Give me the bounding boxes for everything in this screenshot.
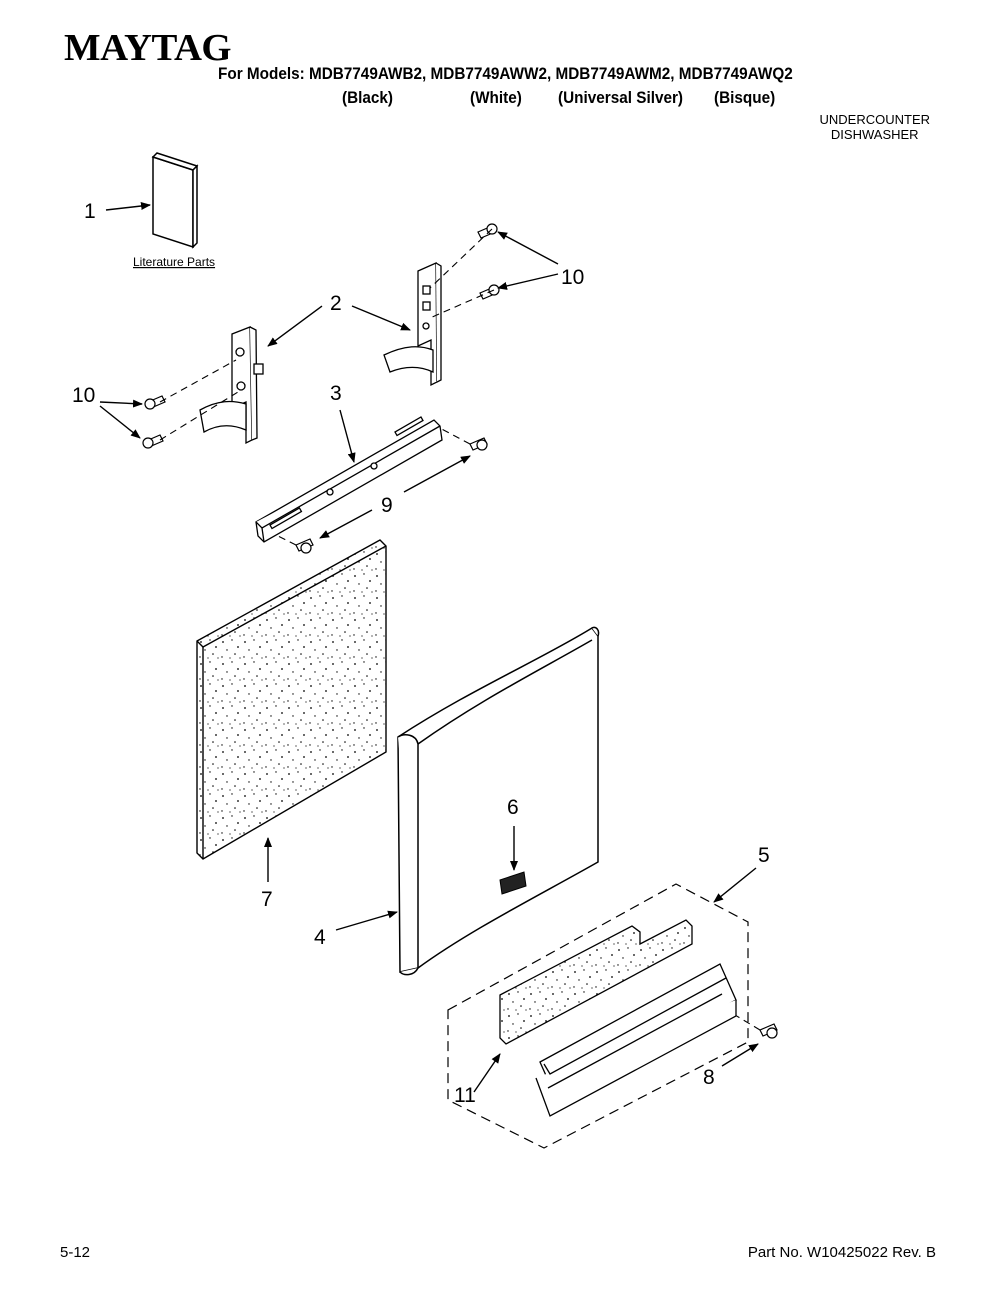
leader-arrows (99, 202, 759, 1093)
page-number: 5-12 (60, 1244, 91, 1261)
arrow-2a (267, 305, 323, 347)
left-side-bracket (199, 326, 264, 445)
arrow-11 (473, 1053, 501, 1093)
color-white: (White) (470, 88, 522, 107)
callout-2: 2 (330, 292, 342, 315)
brand-logo: MAYTAG (64, 27, 232, 69)
callout-3: 3 (330, 382, 342, 405)
callout-1: 1 (84, 200, 96, 223)
arrow-5 (713, 867, 757, 903)
callout-11: 11 (454, 1084, 476, 1107)
part-number: Part No. W10425022 Rev. B (747, 1244, 936, 1261)
arrow-3 (339, 409, 356, 463)
callout-5: 5 (758, 844, 770, 867)
arrow-1 (105, 202, 151, 211)
callout-10-left: 10 (72, 384, 95, 407)
arrow-8 (721, 1043, 759, 1067)
color-black: (Black) (342, 88, 394, 107)
literature-booklet (151, 152, 199, 249)
product-type: UNDERCOUNTER DISHWASHER (820, 112, 931, 142)
arrow-2b (351, 305, 411, 331)
literature-parts-label: Literature Parts (133, 255, 215, 269)
arrow-10a (497, 231, 559, 265)
callout-8: 8 (703, 1066, 715, 1089)
models-line: For Models: MDB7749AWB2, MDB7749AWW2, MD… (218, 64, 793, 83)
callout-7: 7 (261, 888, 273, 911)
arrow-9b (319, 509, 373, 539)
arrow-9a (403, 455, 471, 493)
toe-kick-assembly-box (447, 883, 749, 1149)
screw-toe-kick (759, 1023, 778, 1039)
color-bisque: (Bisque) (714, 88, 776, 107)
arrow-4 (335, 910, 398, 931)
mounting-rail (255, 416, 443, 543)
dashed-guides (159, 228, 761, 1031)
right-side-bracket (383, 262, 442, 387)
screw-upper-right-1 (477, 223, 498, 239)
door-badge (499, 871, 527, 895)
screw-rail-right (469, 437, 488, 451)
color-silver: (Universal Silver) (558, 88, 684, 107)
arrow-10c (99, 399, 143, 408)
callout-6: 6 (507, 796, 519, 819)
arrow-10d (99, 405, 141, 439)
product-type-line1: UNDERCOUNTER (819, 112, 931, 127)
outer-door-panel (397, 626, 600, 976)
toe-kick-panel (535, 963, 737, 1117)
callout-4: 4 (314, 926, 326, 949)
toe-kick-insulation (499, 919, 693, 1045)
screw-left-1 (144, 395, 166, 410)
insulation-panel (196, 539, 387, 860)
screw-left-2 (142, 434, 164, 449)
screw-rail-left (295, 538, 314, 554)
callout-9: 9 (381, 494, 393, 517)
arrow-10b (497, 273, 559, 290)
product-type-line2: DISHWASHER (830, 127, 919, 142)
callout-10-upper: 10 (561, 266, 584, 289)
